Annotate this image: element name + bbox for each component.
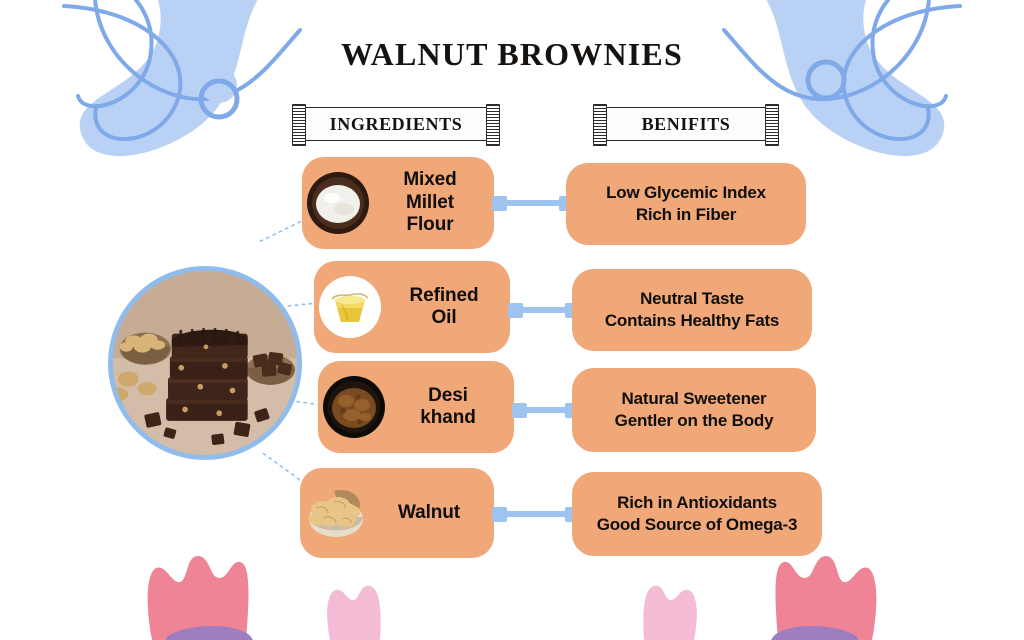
bowl-of-millet-flour-icon <box>306 171 370 235</box>
ingredient-label: Mixed Millet Flour <box>403 169 457 236</box>
benefit-card[interactable]: Low Glycemic Index Rich in Fiber <box>566 163 806 245</box>
benefits-header-label: BENIFITS <box>641 113 731 134</box>
benefit-text: Rich in Antioxidants Good Source of Omeg… <box>596 492 798 534</box>
benefit-card[interactable]: Neutral Taste Contains Healthy Fats <box>572 269 812 351</box>
ingredient-label: Desi khand <box>420 384 476 428</box>
benefit-text: Low Glycemic Index Rich in Fiber <box>606 182 766 224</box>
brownie-hero-photo <box>108 266 302 460</box>
bowl-of-desi-khand-icon <box>322 375 386 439</box>
banner-plate <box>302 107 490 141</box>
benefit-card[interactable]: Rich in Antioxidants Good Source of Omeg… <box>572 472 822 556</box>
connector-cap-left <box>492 195 507 211</box>
ingredient-label: Walnut <box>397 501 460 523</box>
pink-flower-bottom-left <box>147 556 381 640</box>
ingredients-header-banner: INGREDIENTS <box>292 104 500 146</box>
page-title: WALNUT BROWNIES <box>341 36 683 72</box>
connector-cap-left <box>512 402 527 418</box>
benefit-card[interactable]: Natural Sweetener Gentler on the Body <box>572 368 816 452</box>
ingredients-header-label: INGREDIENTS <box>329 113 463 134</box>
banner-end-right-icon <box>765 104 779 146</box>
connector-cap-left <box>508 302 523 318</box>
connector-cap-left <box>492 506 507 522</box>
blue-ring-top-left <box>198 67 240 120</box>
ingredient-label: Refined Oil <box>409 284 479 328</box>
connector-line <box>492 195 574 211</box>
banner-plate <box>603 107 769 141</box>
brownie-photo-illustration <box>113 271 297 455</box>
ingredient-card[interactable]: Walnut <box>300 468 494 558</box>
connector-line <box>512 402 580 418</box>
benefits-header-banner: BENIFITS <box>593 104 779 146</box>
pink-flower-bottom-right <box>643 556 877 640</box>
benefit-text: Neutral Taste Contains Healthy Fats <box>604 288 780 330</box>
ingredient-card[interactable]: Mixed Millet Flour <box>302 157 494 249</box>
banner-end-right-icon <box>486 104 500 146</box>
bowl-of-walnuts-icon <box>304 481 368 545</box>
ingredient-card[interactable]: Desi khand <box>318 361 514 453</box>
bowl-of-refined-oil-icon <box>318 275 382 339</box>
benefit-text: Natural Sweetener Gentler on the Body <box>614 388 774 430</box>
banner-end-left-icon <box>292 104 306 146</box>
ingredient-card[interactable]: Refined Oil <box>314 261 510 353</box>
connector-line <box>508 302 580 318</box>
banner-end-left-icon <box>593 104 607 146</box>
connector-line <box>492 506 580 522</box>
